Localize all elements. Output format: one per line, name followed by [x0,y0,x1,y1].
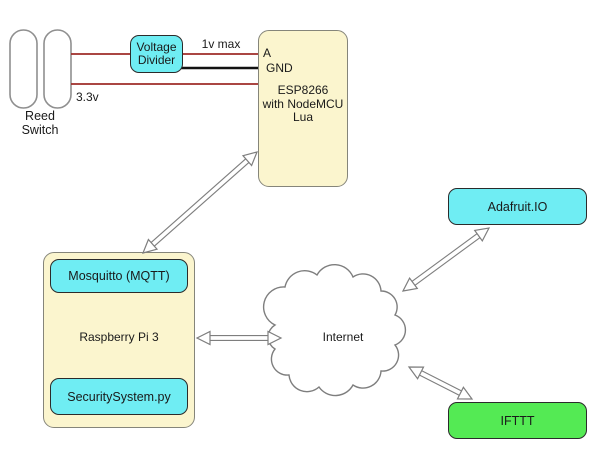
arrowhead [407,366,425,380]
adafruit-io-node: Adafruit.IO [448,188,587,225]
esp8266-label-line3: Lua [292,110,314,124]
internet-cloud-shape [262,263,407,397]
reed-switch-right-contact [43,29,72,109]
reed-switch-label-line2: Switch [21,123,59,137]
esp8266-label-line1: ESP8266 [277,83,329,97]
esp-pin-gnd-label: GND [266,61,293,75]
arrowhead [401,276,419,292]
esp8266-label-line2: with NodeMCU [262,96,344,111]
wire-power-label: 3.3v [76,90,99,104]
reed-switch-label-line1: Reed [25,109,55,123]
arrow-internet-to-adafruit [401,227,491,292]
adafruit-io-label: Adafruit.IO [487,199,548,214]
voltage-divider-node: Voltage Divider [130,35,183,73]
esp8266-node [258,30,348,187]
wire-analog-label: 1v max [201,37,241,51]
arrow-esp-to-mqtt [141,151,259,254]
internet-label: Internet [322,330,364,344]
arrowhead [241,151,259,167]
arrow-internet-to-ifttt [407,366,474,400]
reed-switch-label: Reed Switch [8,109,72,137]
esp-pin-a-label: A [263,46,272,60]
security-system-node: SecuritySystem.py [50,378,188,415]
arrowhead [473,227,491,243]
ifttt-label: IFTTT [500,413,535,428]
ifttt-node: IFTTT [448,402,587,439]
arrowhead [456,386,474,400]
security-system-label: SecuritySystem.py [67,389,171,404]
arrow-rpi-to-internet [195,330,283,346]
arrowhead [195,330,211,346]
mosquitto-label: Mosquitto (MQTT) [68,269,170,283]
voltage-divider-label: Voltage Divider [136,40,177,67]
reed-switch-left-contact [9,29,38,109]
raspberry-pi-label: Raspberry Pi 3 [79,330,159,344]
mosquitto-node: Mosquitto (MQTT) [50,259,188,293]
esp8266-label: ESP8266 with NodeMCU Lua [258,83,348,125]
arrowhead [141,238,159,254]
arrowhead [267,330,283,346]
